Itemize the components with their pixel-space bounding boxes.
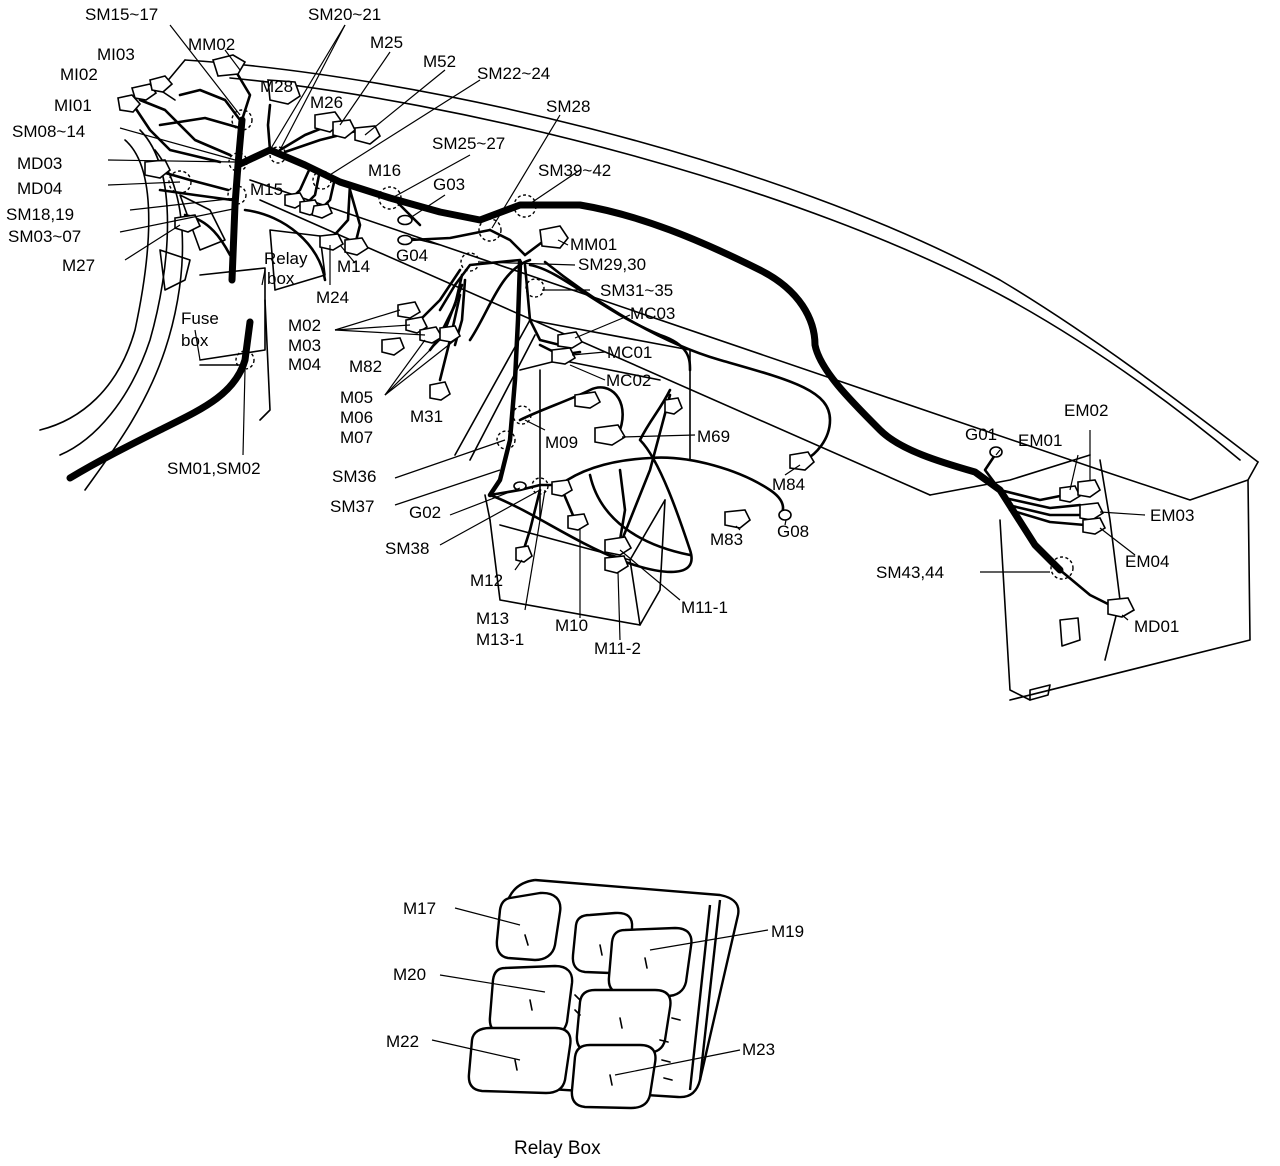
label-sm22-24: SM22~24 — [477, 64, 550, 83]
dashboard-outline — [159, 59, 1259, 701]
label-m07: M07 — [340, 428, 373, 447]
label-g08: G08 — [777, 522, 809, 541]
label-mc03: MC03 — [630, 304, 675, 323]
label-m16: M16 — [368, 161, 401, 180]
label-sm15-17: SM15~17 — [85, 5, 158, 24]
label-md04: MD04 — [17, 179, 62, 198]
label-m15: M15 — [250, 180, 283, 199]
relay-box-labels: M17 M19 M20 M22 M23 Relay Box — [386, 899, 804, 1159]
label-sm37: SM37 — [330, 497, 374, 516]
label-sm36: SM36 — [332, 467, 376, 486]
splice-markers — [168, 109, 1074, 580]
label-m11-2: M11-2 — [594, 639, 641, 658]
label-m69: M69 — [697, 427, 730, 446]
label-sm43-44: SM43,44 — [876, 563, 944, 582]
label-m03: M03 — [288, 336, 321, 355]
label-m22: M22 — [386, 1032, 419, 1051]
label-mi03: MI03 — [97, 45, 135, 64]
label-g03: G03 — [433, 175, 465, 194]
label-sm01-sm02: SM01,SM02 — [167, 459, 261, 478]
label-m06: M06 — [340, 408, 373, 427]
label-m31: M31 — [410, 407, 443, 426]
label-mm02: MM02 — [188, 35, 235, 54]
label-g04: G04 — [396, 246, 428, 265]
label-m26: M26 — [310, 93, 343, 112]
label-sm20-21: SM20~21 — [308, 5, 381, 24]
label-mi02: MI02 — [60, 65, 98, 84]
label-m02: M02 — [288, 316, 321, 335]
console-outline — [454, 319, 691, 626]
relay-box-leaders — [431, 907, 769, 1076]
label-m09: M09 — [545, 433, 578, 452]
label-m27: M27 — [62, 256, 95, 275]
label-m05: M05 — [340, 388, 373, 407]
label-sm03-07: SM03~07 — [8, 227, 81, 246]
label-m24: M24 — [316, 288, 349, 307]
label-m14: M14 — [337, 257, 370, 276]
label-m82: M82 — [349, 357, 382, 376]
label-sm25-27: SM25~27 — [432, 134, 505, 153]
label-mc01: MC01 — [607, 343, 652, 362]
label-g02: G02 — [409, 503, 441, 522]
label-em02: EM02 — [1064, 401, 1108, 420]
label-md03: MD03 — [17, 154, 62, 173]
main-harness — [66, 68, 1112, 607]
label-m23: M23 — [742, 1040, 775, 1059]
label-m04: M04 — [288, 355, 321, 374]
label-m83: M83 — [710, 530, 743, 549]
label-relay-line2: box — [267, 269, 295, 288]
label-md01: MD01 — [1134, 617, 1179, 636]
label-sm08-14: SM08~14 — [12, 122, 85, 141]
label-m11-1: M11-1 — [681, 598, 728, 617]
relay-box-detail — [467, 878, 740, 1110]
connectors — [117, 54, 1136, 618]
label-mc02: MC02 — [606, 371, 651, 390]
label-sm18-19: SM18,19 — [6, 205, 74, 224]
label-fuse-line2: box — [181, 331, 209, 350]
label-m13: M13 — [476, 609, 509, 628]
label-mm01: MM01 — [570, 235, 617, 254]
label-m20: M20 — [393, 965, 426, 984]
label-m10: M10 — [555, 616, 588, 635]
label-sm29-30: SM29,30 — [578, 255, 646, 274]
label-m84: M84 — [772, 475, 805, 494]
label-m13-1: M13-1 — [476, 630, 524, 649]
label-em01: EM01 — [1018, 431, 1062, 450]
label-sm39-42: SM39~42 — [538, 161, 611, 180]
label-m17: M17 — [403, 899, 436, 918]
relay-box-caption: Relay Box — [514, 1138, 601, 1159]
label-sm38: SM38 — [385, 539, 429, 558]
label-m19: M19 — [771, 922, 804, 941]
label-sm28: SM28 — [546, 97, 590, 116]
ground-terminals — [397, 214, 1003, 521]
harness-labels: SM15~17 SM20~21 MM02 MI03 M25 MI02 M52 S… — [6, 5, 1194, 658]
label-em03: EM03 — [1150, 506, 1194, 525]
leader-lines — [107, 24, 1146, 641]
label-fuse-line1: Fuse — [181, 309, 219, 328]
label-em04: EM04 — [1125, 552, 1169, 571]
label-relay-line1: Relay — [264, 249, 308, 268]
label-m25: M25 — [370, 33, 403, 52]
label-g01: G01 — [965, 425, 997, 444]
label-m28: M28 — [260, 77, 293, 96]
label-sm31-35: SM31~35 — [600, 281, 673, 300]
label-m52: M52 — [423, 52, 456, 71]
label-m12: M12 — [470, 571, 503, 590]
label-mi01: MI01 — [54, 96, 92, 115]
